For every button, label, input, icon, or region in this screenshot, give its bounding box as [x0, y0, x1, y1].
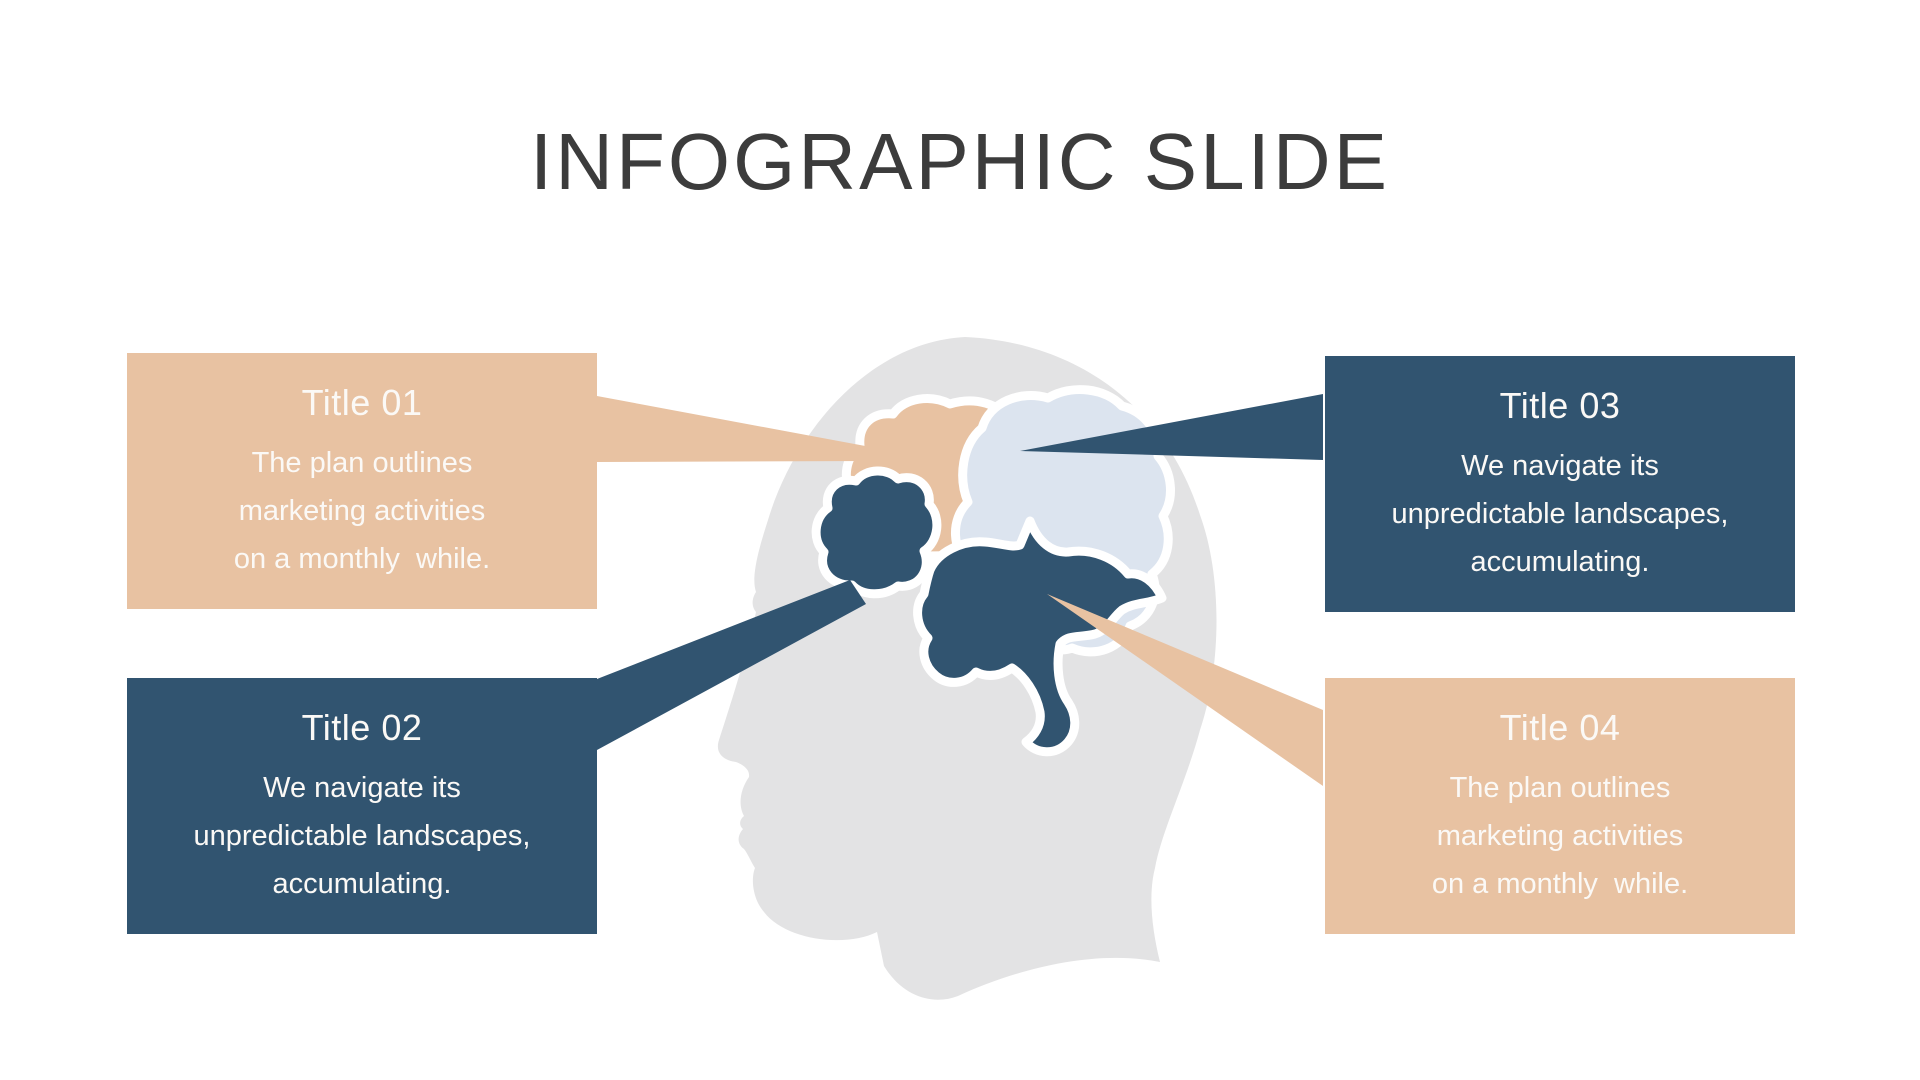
callout-title-02: Title 02: [301, 707, 423, 748]
connector-box2-temporal: [597, 580, 866, 750]
callout-body-04: The plan outlines marketing activities o…: [1431, 772, 1689, 900]
connector-box1-frontal: [597, 396, 876, 462]
callout-box-01: Title 01 The plan outlines marketing act…: [127, 353, 597, 609]
callout-body-02: We navigate its unpredictable landscapes…: [193, 772, 531, 900]
slide-title: INFOGRAPHIC SLIDE: [529, 117, 1391, 206]
callout-box-02: Title 02 We navigate its unpredictable l…: [127, 678, 597, 934]
callout-title-04: Title 04: [1499, 707, 1621, 748]
callout-body-01: The plan outlines marketing activities o…: [233, 447, 491, 575]
callout-title-03: Title 03: [1499, 385, 1621, 426]
temporal-lobe-blob: [811, 466, 942, 599]
frontal-lobe-blob: [841, 394, 1040, 561]
connector-box4-occipital: [1047, 594, 1323, 786]
parietal-lobe-blob: [951, 385, 1175, 657]
occipital-splash-blob: [913, 516, 1167, 757]
callout-title-01: Title 01: [301, 382, 423, 423]
head-silhouette-icon: [717, 337, 1217, 1000]
connector-box3-parietal: [1020, 394, 1323, 460]
callout-box-04: Title 04 The plan outlines marketing act…: [1325, 678, 1795, 934]
callout-body-03: We navigate its unpredictable landscapes…: [1391, 450, 1729, 578]
callout-box-03: Title 03 We navigate its unpredictable l…: [1325, 356, 1795, 612]
